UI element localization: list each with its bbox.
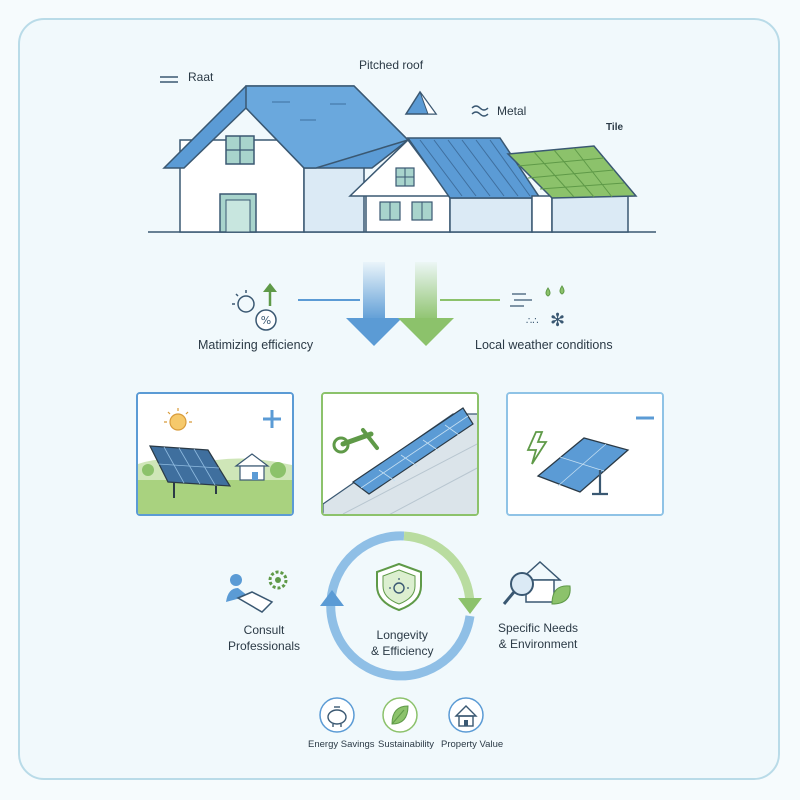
ground-mounted-solar-scene (136, 392, 294, 516)
svg-text:∴∴: ∴∴ (526, 316, 539, 327)
longevity-line-1: Longevity (376, 628, 428, 642)
consult-professionals-label: Consult Professionals (228, 622, 300, 654)
sun-icon (169, 413, 187, 431)
efficiency-icon: % (232, 283, 277, 331)
shield-icon (376, 562, 422, 612)
piggy-bank-icon (319, 697, 355, 733)
tile-roof-label: Tile (606, 122, 624, 133)
weather-label: Local weather conditions (475, 338, 613, 352)
flat-roof-label: Raat (188, 70, 214, 84)
tracking-solar-panel-scene (506, 392, 664, 516)
green-cycle-arrowhead (458, 598, 482, 614)
leaf-icon (382, 697, 418, 733)
svg-text:%: % (261, 314, 271, 327)
consult-line-1: Consult (243, 623, 285, 637)
houses-illustration (148, 76, 656, 233)
specific-needs-label: Specific Needs & Environment (498, 620, 578, 652)
magnifier-house-leaf-icon (502, 560, 571, 605)
green-down-arrow (398, 318, 454, 346)
blue-cycle-arrowhead (320, 590, 344, 606)
wrench-icon (332, 428, 379, 454)
tracking-solar-panel (536, 437, 630, 493)
consult-line-2: Professionals (228, 639, 301, 653)
plus-icon (263, 410, 281, 428)
cycle-diagram (226, 531, 571, 681)
metal-wave-icon (471, 105, 489, 111)
blue-cycle-arc (326, 531, 475, 681)
weather-icon: ∴∴ ✻ (510, 285, 565, 331)
needs-line-1: Specific Needs (498, 621, 579, 635)
factor-arrows: % ∴∴ ✻ (232, 262, 565, 346)
metal-roof-label: Metal (497, 104, 527, 118)
sustainability-label: Sustainability (378, 739, 434, 750)
efficiency-label: Matimizing efficiency (198, 338, 314, 352)
lightning-icon (526, 431, 548, 465)
roof-installation-scene (321, 392, 479, 516)
property-value-label: Property Value (441, 739, 504, 750)
benefit-icons (319, 697, 484, 733)
house-dollar-icon (448, 697, 484, 733)
energy-savings-label: Energy Savings (308, 739, 375, 750)
pitched-roof-label: Pitched roof (359, 58, 424, 72)
needs-line-2: & Environment (498, 637, 578, 651)
handshake-gear-icon (226, 570, 288, 613)
green-cycle-arc (403, 531, 475, 605)
blue-down-arrow (346, 318, 402, 346)
longevity-efficiency-label: Longevity & Efficiency (371, 627, 433, 659)
svg-text:✻: ✻ (550, 310, 565, 331)
longevity-line-2: & Efficiency (371, 644, 434, 658)
